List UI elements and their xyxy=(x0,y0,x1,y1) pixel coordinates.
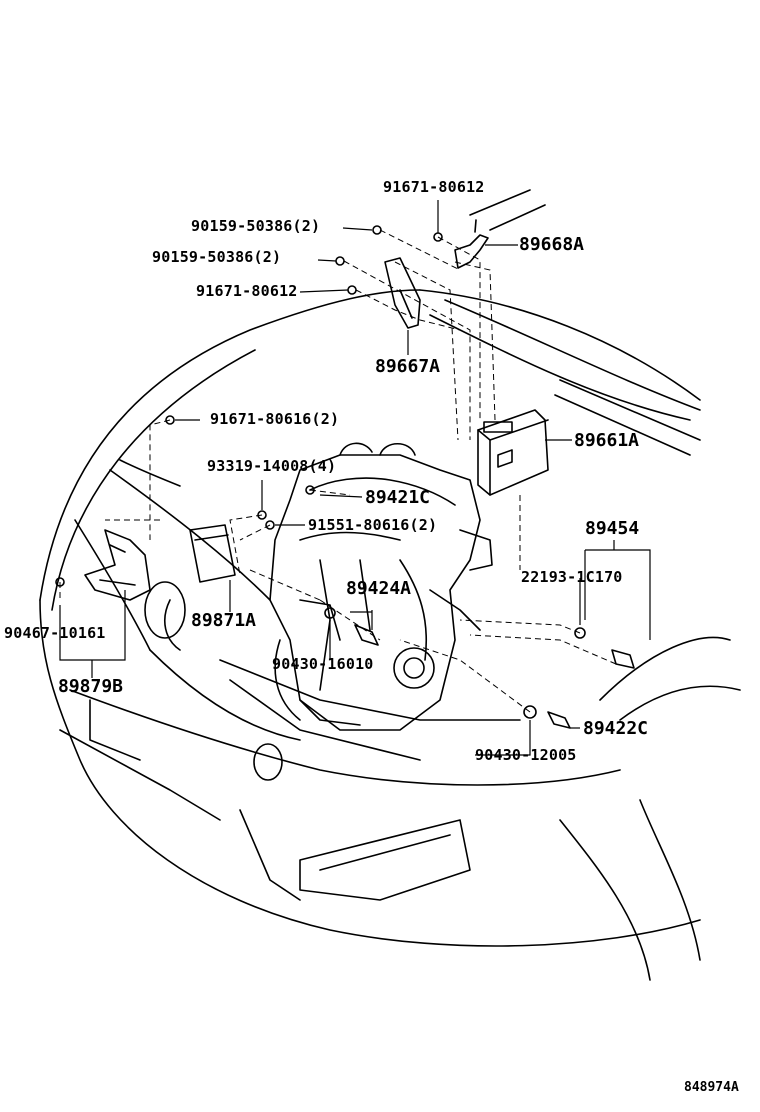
part-label-89871a[interactable]: 89871A xyxy=(191,610,257,631)
solid-leaders xyxy=(59,200,651,756)
part-label-89667a[interactable]: 89667A xyxy=(375,356,441,377)
part-label-89424a[interactable]: 89424A xyxy=(346,578,412,599)
part-label-90467-10161[interactable]: 90467-10161 xyxy=(4,624,106,642)
ecu-89871a xyxy=(189,524,236,583)
part-label-93319-14008[interactable]: 93319-14008(4) xyxy=(207,457,337,475)
part-label-89661a[interactable]: 89661A xyxy=(574,430,640,451)
dashed-leaders xyxy=(59,229,617,713)
part-label-90430-12005[interactable]: 90430-12005 xyxy=(475,746,577,764)
bracket-89879b xyxy=(84,529,151,601)
knock-sensor-89424a xyxy=(324,607,379,646)
part-label-90159-50386-a[interactable]: 90159-50386(2) xyxy=(191,217,321,235)
part-label-91671-80612-top[interactable]: 91671-80612 xyxy=(383,178,485,196)
part-label-91671-80612-mid[interactable]: 91671-80612 xyxy=(196,282,298,300)
part-label-89879b[interactable]: 89879B xyxy=(58,676,124,697)
part-label-89668a[interactable]: 89668A xyxy=(519,234,585,255)
car-body-outline xyxy=(39,189,741,981)
sensor-89454 xyxy=(574,627,635,669)
sensor-89422c xyxy=(523,705,571,729)
engine-assembly xyxy=(269,442,493,731)
part-label-89421c[interactable]: 89421C xyxy=(365,487,431,508)
part-label-90430-16010[interactable]: 90430-16010 xyxy=(272,655,374,673)
diagram-id: 848974A xyxy=(684,1080,739,1095)
ecm-89661a xyxy=(477,409,549,496)
part-label-22193-1c170[interactable]: 22193-1C170 xyxy=(521,568,623,586)
part-label-89454[interactable]: 89454 xyxy=(585,518,640,539)
part-label-91551-80616[interactable]: 91551-80616(2) xyxy=(308,516,438,534)
part-label-90159-50386-b[interactable]: 90159-50386(2) xyxy=(152,248,282,266)
part-label-89422c[interactable]: 89422C xyxy=(583,718,649,739)
bracket-89668a xyxy=(454,219,489,269)
part-label-91671-80616[interactable]: 91671-80616(2) xyxy=(210,410,340,428)
bracket-89667a xyxy=(384,257,421,329)
